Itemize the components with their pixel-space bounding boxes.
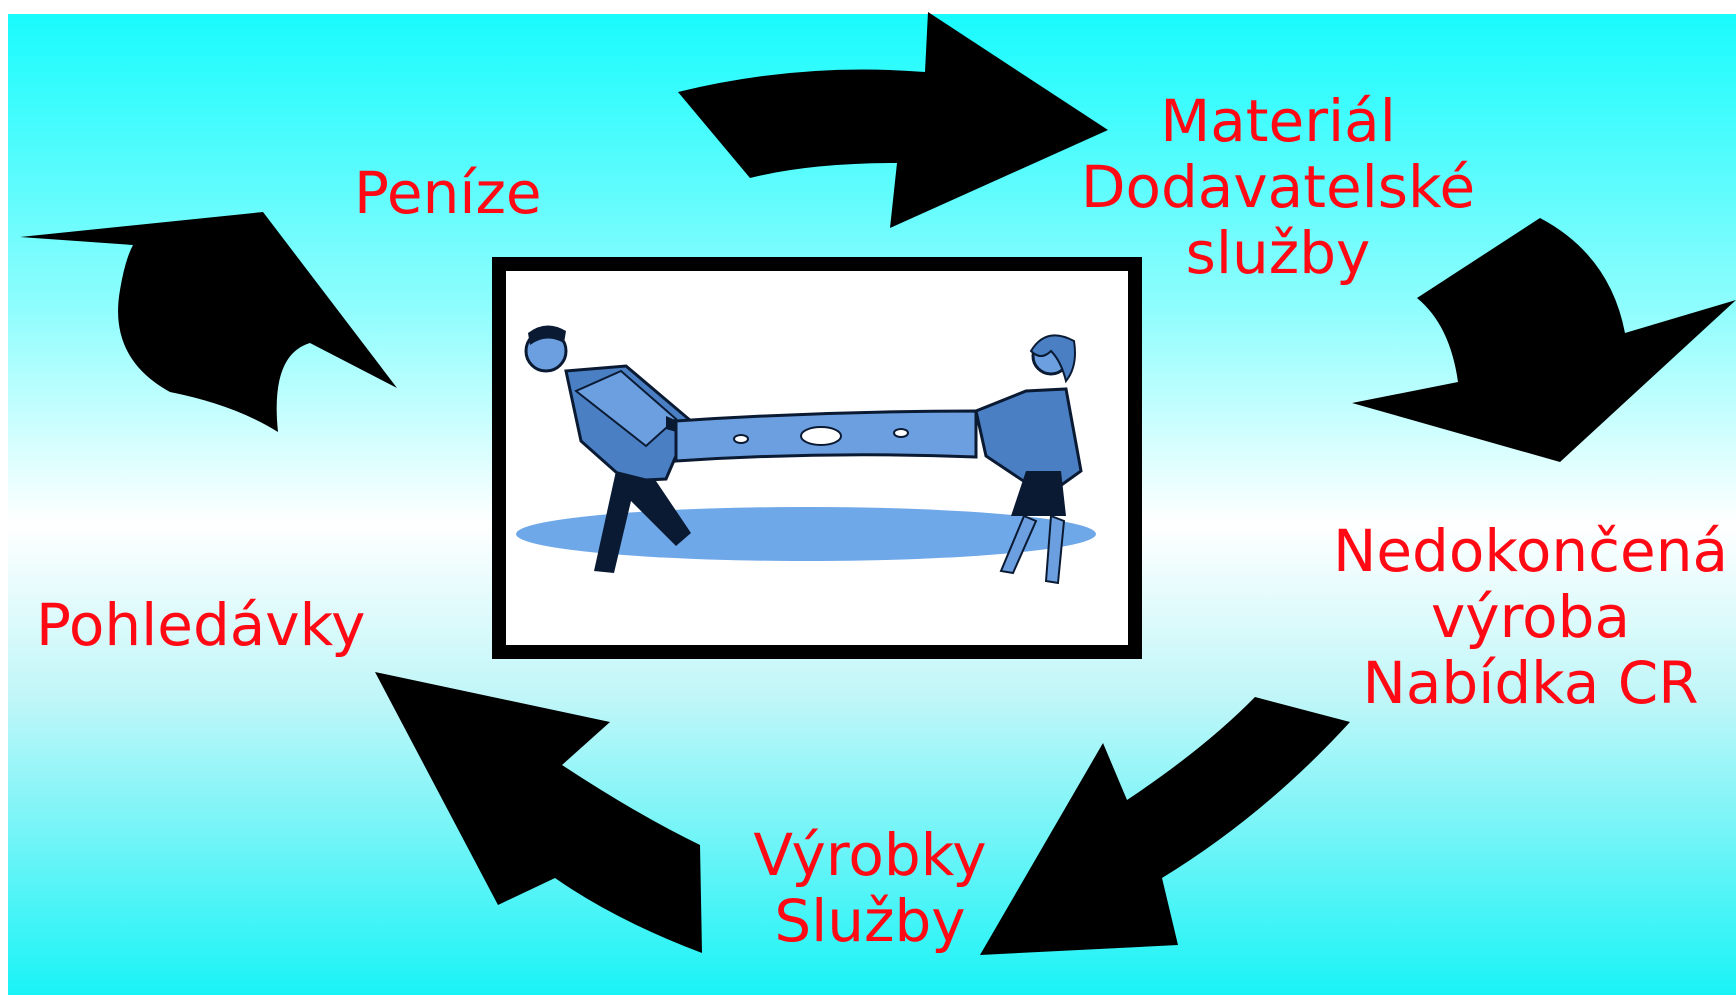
center-picture bbox=[506, 271, 1128, 645]
node-pohledavky: Pohledávky bbox=[36, 592, 365, 658]
node-pohledavky-line-1: Pohledávky bbox=[36, 592, 365, 658]
arrow-nedokoncena-to-vyrobky bbox=[980, 697, 1350, 955]
node-vyrobky-line-2: Služby bbox=[730, 888, 1010, 954]
arrow-pohledavky-to-penize bbox=[20, 212, 397, 432]
node-material-line-2: Dodavatelské bbox=[1068, 154, 1488, 220]
node-penize: Peníze bbox=[354, 160, 542, 226]
node-nedokoncena-line-3: Nabídka CR bbox=[1325, 650, 1736, 716]
node-nedokoncena: Nedokončená výroba Nabídka CR bbox=[1325, 518, 1736, 716]
node-penize-line-1: Peníze bbox=[354, 160, 542, 226]
arrow-vyrobky-to-pohledavky bbox=[375, 672, 702, 953]
tug-of-war-clipart bbox=[506, 271, 1128, 645]
node-nedokoncena-line-1: Nedokončená bbox=[1325, 518, 1736, 584]
node-nedokoncena-line-2: výroba bbox=[1325, 584, 1736, 650]
node-material-line-1: Materiál bbox=[1068, 88, 1488, 154]
arrow-penize-to-material bbox=[678, 12, 1108, 228]
node-vyrobky: Výrobky Služby bbox=[730, 822, 1010, 954]
center-picture-frame bbox=[492, 257, 1142, 659]
node-vyrobky-line-1: Výrobky bbox=[730, 822, 1010, 888]
banknote bbox=[676, 411, 976, 461]
